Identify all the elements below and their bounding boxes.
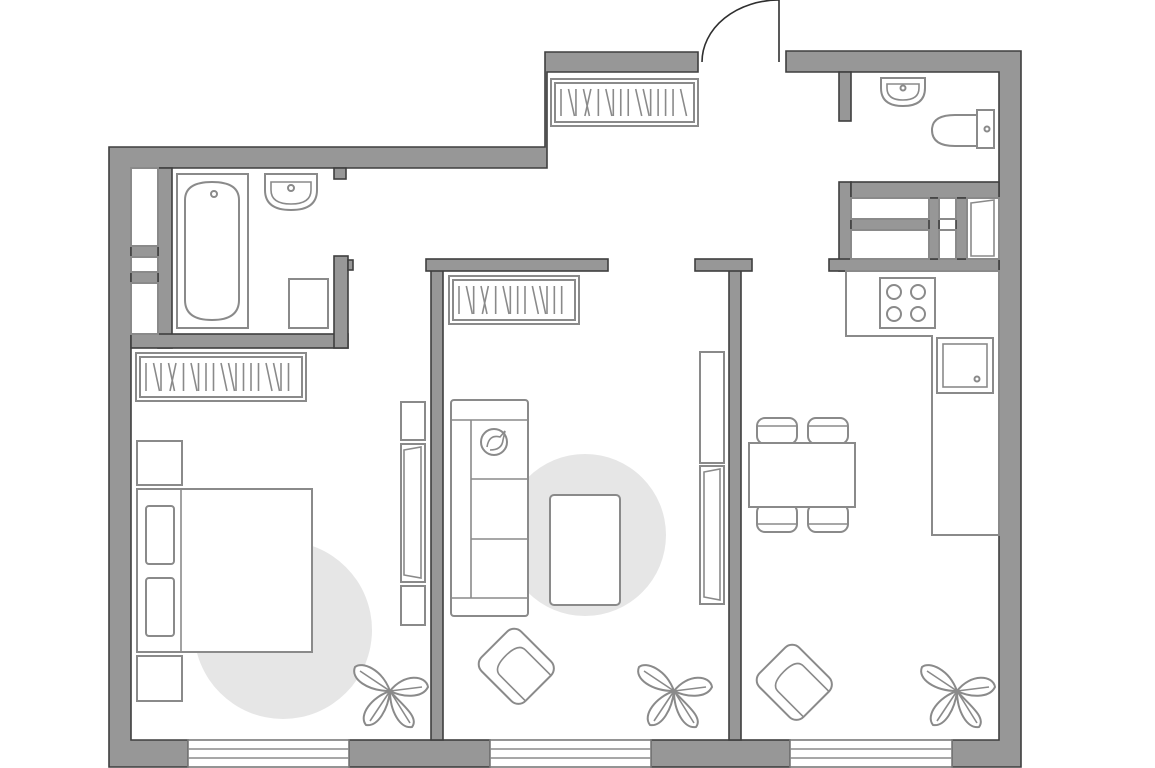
nightstand	[136, 655, 183, 702]
cat-icon	[480, 428, 508, 456]
bookshelf-icon	[550, 78, 699, 127]
bathroom-wall-stub	[347, 259, 354, 271]
bookshelf-icon	[448, 275, 580, 325]
sink-icon	[880, 77, 926, 108]
washing-machine-icon	[288, 278, 329, 329]
wardrobe-icon	[850, 197, 1000, 260]
utility-divider	[955, 197, 968, 260]
bathroom-wall-south	[130, 333, 349, 349]
window	[489, 739, 652, 768]
wall-segment-south-1	[348, 739, 491, 768]
wardrobe-icon	[130, 167, 159, 335]
coffee-table	[549, 494, 621, 606]
toilet-icon	[930, 109, 995, 149]
wardrobe-icon	[699, 351, 725, 605]
armchair-icon	[477, 627, 555, 705]
partition-bedroom-living	[430, 269, 444, 741]
partition-living-kitchen	[728, 269, 742, 741]
wall-segment-south-2	[650, 739, 791, 768]
stove-icon	[879, 277, 936, 329]
chair-icon	[756, 417, 798, 445]
sink-icon	[264, 173, 318, 212]
kitchen-sink-icon	[936, 337, 994, 394]
bathroom-wall-west	[157, 167, 173, 349]
armchair-icon	[755, 643, 833, 721]
bathroom-wall-east	[333, 255, 349, 349]
bathtub-icon	[176, 173, 249, 329]
pillow	[145, 577, 175, 637]
dining-set	[748, 417, 856, 533]
utility-divider	[928, 197, 940, 260]
closet-divider	[130, 271, 159, 284]
nightstand	[136, 440, 183, 486]
closet-divider	[130, 245, 159, 258]
living-room-north-wall	[425, 258, 609, 272]
kitchen-wall-north	[828, 258, 1000, 272]
wardrobe-icon	[400, 401, 426, 626]
plant-layer	[353, 664, 997, 729]
plant-icon	[353, 664, 430, 729]
door-icon	[701, 0, 780, 63]
window	[187, 739, 350, 768]
bed-icon	[136, 488, 313, 653]
sofa-icon	[450, 399, 529, 617]
chair-icon	[807, 503, 849, 533]
utility-wall-west	[838, 181, 852, 272]
dining-table-icon	[748, 442, 856, 508]
pillow	[145, 505, 175, 565]
plant-icon	[637, 664, 714, 729]
chair-icon	[807, 417, 849, 445]
wc-wall-south	[850, 181, 1000, 199]
kitchen-wall-stub	[694, 258, 753, 272]
shelf-divider	[850, 218, 940, 231]
bathroom-wall-stub	[333, 167, 347, 180]
chair-icon	[756, 503, 798, 533]
interior-walls	[130, 71, 1000, 741]
bookshelf-icon	[135, 352, 307, 402]
window	[789, 739, 953, 768]
plant-icon	[920, 664, 997, 729]
windows	[187, 739, 953, 768]
armchair-layer	[477, 627, 833, 721]
wc-wall-stub	[838, 71, 852, 122]
